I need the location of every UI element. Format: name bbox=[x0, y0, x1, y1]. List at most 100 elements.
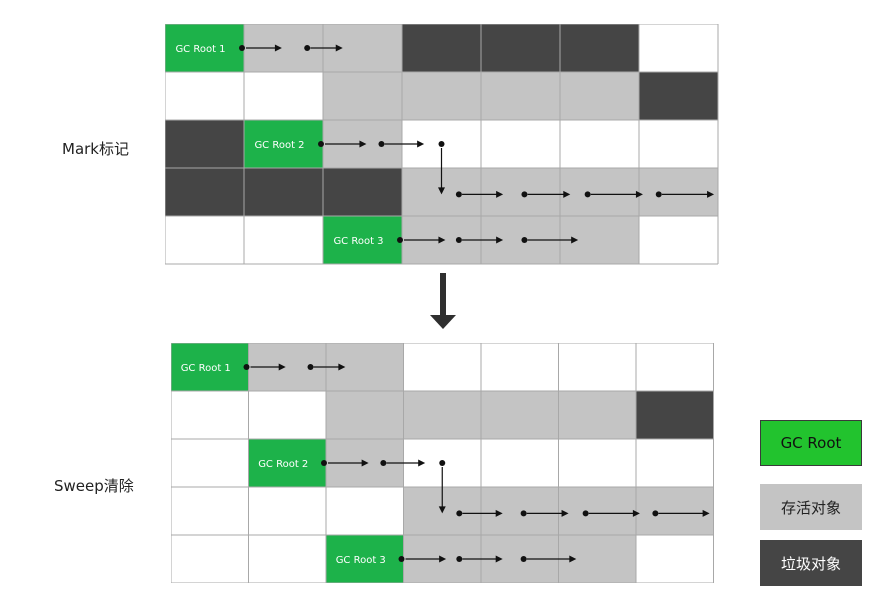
sweep-ref-dot bbox=[307, 364, 314, 370]
mark-ref-arrowhead bbox=[707, 190, 715, 198]
mark-cell-garbage bbox=[639, 72, 718, 120]
mark-cell-live bbox=[402, 72, 481, 120]
mark-cell-free bbox=[639, 24, 718, 72]
sweep-cell-free bbox=[481, 439, 559, 487]
sweep-ref-arrowhead bbox=[439, 555, 447, 563]
mark-ref-dot bbox=[438, 141, 445, 147]
sweep-ref-dot bbox=[321, 460, 327, 466]
mark-ref-arrowhead bbox=[496, 236, 504, 244]
sweep-ref-arrowhead bbox=[418, 459, 426, 467]
sweep-ref-dot bbox=[398, 556, 405, 562]
sweep-ref-arrowhead bbox=[632, 509, 640, 517]
sweep-cell-live bbox=[403, 391, 481, 439]
mark-cell-garbage bbox=[323, 168, 402, 216]
legend-item-live: 存活对象 bbox=[760, 484, 862, 530]
sweep-cell-live bbox=[481, 487, 559, 535]
mark-gc-root-label: GC Root 2 bbox=[254, 140, 304, 151]
sweep-cell-free bbox=[326, 487, 404, 535]
sweep-cell-live bbox=[558, 487, 636, 535]
mark-cell-garbage bbox=[165, 168, 244, 216]
mark-phase-grid: GC Root 1GC Root 2GC Root 3 bbox=[165, 24, 719, 265]
mark-ref-dot bbox=[304, 45, 311, 51]
mark-ref-dot bbox=[455, 237, 462, 243]
sweep-cell-free bbox=[248, 487, 326, 535]
mark-cell-free bbox=[560, 120, 639, 168]
mark-cell-root bbox=[165, 24, 244, 72]
sweep-ref-dot bbox=[456, 556, 463, 562]
sweep-ref-arrowhead bbox=[338, 363, 346, 371]
sweep-cell-root bbox=[326, 535, 404, 583]
mark-cell-live bbox=[481, 72, 560, 120]
sweep-cell-live bbox=[326, 391, 404, 439]
sweep-ref-arrowhead bbox=[361, 459, 369, 467]
mark-ref-arrowhead bbox=[635, 190, 643, 198]
sweep-cell-free bbox=[558, 343, 636, 391]
legend-item-root: GC Root bbox=[760, 420, 862, 466]
sweep-cell-live bbox=[558, 391, 636, 439]
mark-cell-free bbox=[481, 120, 560, 168]
sweep-cell-free bbox=[481, 343, 559, 391]
sweep-cell-root bbox=[248, 439, 326, 487]
sweep-ref-arrowhead bbox=[569, 555, 577, 563]
mark-gc-root-label: GC Root 3 bbox=[333, 236, 383, 247]
sweep-cell-free bbox=[403, 343, 481, 391]
mark-ref-dot bbox=[455, 191, 462, 198]
sweep-ref-dot bbox=[520, 510, 527, 517]
mark-cell-free bbox=[244, 72, 323, 120]
mark-ref-dot bbox=[239, 45, 245, 51]
sweep-cell-free bbox=[171, 391, 249, 439]
transition-arrow-head bbox=[430, 315, 456, 329]
mark-ref-dot bbox=[378, 141, 385, 147]
sweep-cell-root bbox=[171, 343, 249, 391]
sweep-label: Sweep清除 bbox=[54, 477, 134, 495]
mark-cell-live bbox=[560, 168, 639, 216]
sweep-cell-free bbox=[171, 439, 249, 487]
sweep-ref-arrowhead bbox=[278, 363, 286, 371]
mark-cell-free bbox=[639, 120, 718, 168]
mark-cell-garbage bbox=[560, 24, 639, 72]
sweep-ref-dot bbox=[380, 460, 387, 466]
sweep-ref-dot bbox=[439, 460, 446, 466]
mark-ref-arrowhead bbox=[335, 44, 343, 52]
mark-ref-arrowhead bbox=[496, 190, 504, 198]
mark-cell-live bbox=[560, 72, 639, 120]
mark-ref-arrowhead bbox=[438, 187, 445, 195]
sweep-cell-free bbox=[171, 487, 249, 535]
transition-arrow bbox=[430, 273, 456, 329]
sweep-gc-root-label: GC Root 1 bbox=[181, 363, 231, 374]
sweep-ref-arrowhead bbox=[495, 555, 503, 563]
mark-ref-arrowhead bbox=[417, 140, 425, 148]
sweep-cell-free bbox=[636, 535, 714, 583]
mark-ref-arrowhead bbox=[359, 140, 367, 148]
mark-ref-arrowhead bbox=[563, 190, 571, 198]
mark-ref-arrowhead bbox=[274, 44, 282, 52]
sweep-phase-grid: GC Root 1GC Root 2GC Root 3 bbox=[171, 343, 714, 583]
mark-ref-arrowhead bbox=[571, 236, 579, 244]
mark-cell-free bbox=[639, 216, 718, 264]
mark-cell-free bbox=[244, 216, 323, 264]
sweep-cell-free bbox=[558, 439, 636, 487]
mark-cell-live bbox=[481, 168, 560, 216]
sweep-ref-dot bbox=[456, 510, 463, 517]
mark-ref-dot bbox=[318, 141, 324, 147]
mark-cell-garbage bbox=[244, 168, 323, 216]
sweep-ref-arrowhead bbox=[561, 509, 569, 517]
legend-item-garbage: 垃圾对象 bbox=[760, 540, 862, 586]
sweep-cell-free bbox=[171, 535, 249, 583]
mark-cell-live bbox=[323, 72, 402, 120]
mark-ref-dot bbox=[521, 237, 528, 243]
sweep-cell-live bbox=[636, 487, 714, 535]
sweep-ref-arrowhead bbox=[495, 509, 503, 517]
mark-cell-garbage bbox=[481, 24, 560, 72]
sweep-cell-free bbox=[636, 439, 714, 487]
mark-cell-free bbox=[165, 216, 244, 264]
mark-cell-garbage bbox=[165, 120, 244, 168]
sweep-cell-garbage bbox=[636, 391, 714, 439]
sweep-cell-live bbox=[481, 391, 559, 439]
sweep-ref-dot bbox=[582, 510, 589, 517]
mark-ref-dot bbox=[397, 237, 403, 243]
mark-cell-root bbox=[244, 120, 323, 168]
sweep-ref-dot bbox=[652, 510, 659, 517]
sweep-ref-arrowhead bbox=[438, 506, 446, 514]
transition-arrow-shaft bbox=[440, 273, 446, 317]
